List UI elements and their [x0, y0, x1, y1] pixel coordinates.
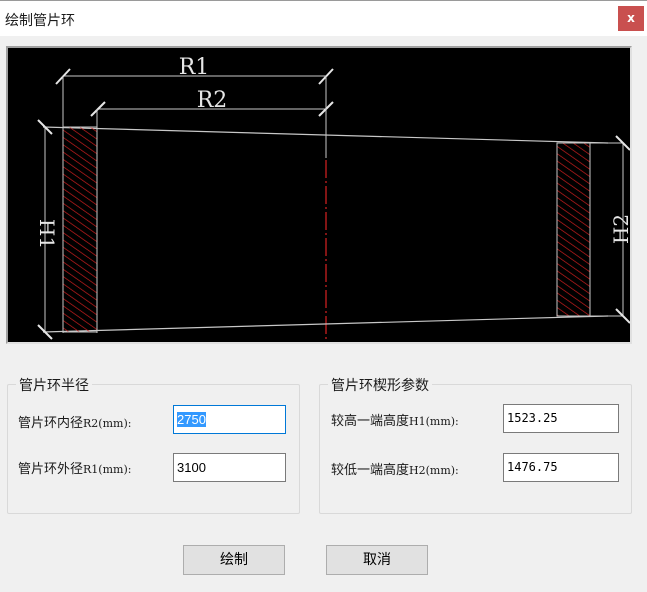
h2-height-label: 较低一端高度H2(mm): — [331, 463, 459, 478]
inner-radius-label: 管片环内径R2(mm): — [18, 416, 132, 431]
wedge-group-legend: 管片环楔形参数 — [328, 375, 432, 395]
r2-label: R2 — [197, 88, 228, 113]
h1-height-label: 较高一端高度H1(mm): — [331, 414, 459, 429]
close-icon: x — [627, 11, 635, 25]
radius-group-legend: 管片环半径 — [16, 375, 92, 395]
inner-radius-input[interactable]: 2750 — [173, 405, 286, 434]
h2-label: H2 — [609, 214, 630, 244]
radius-group: 管片环半径 — [7, 375, 300, 514]
left-hatch-section — [62, 126, 98, 333]
draw-button[interactable]: 绘制 — [183, 545, 285, 575]
window-title: 绘制管片环 — [5, 13, 75, 29]
preview-canvas: R1 R2 H1 H2 — [6, 46, 632, 344]
h1-height-input[interactable]: 1523.25 — [503, 404, 619, 433]
h1-label: H1 — [35, 219, 59, 249]
r1-label: R1 — [179, 55, 210, 80]
close-button[interactable]: x — [618, 6, 644, 31]
right-hatch-section — [556, 142, 591, 317]
outer-radius-label: 管片环外径R1(mm): — [18, 462, 132, 477]
outer-radius-input[interactable]: 3100 — [173, 453, 286, 482]
cancel-button[interactable]: 取消 — [326, 545, 428, 575]
h2-height-input[interactable]: 1476.75 — [503, 453, 619, 482]
segment-ring-diagram: R1 R2 H1 H2 — [35, 55, 630, 342]
r2-dimension — [90, 76, 334, 333]
h2-dimension — [590, 135, 630, 324]
title-bar: 绘制管片环 x — [0, 1, 647, 36]
wedge-group: 管片环楔形参数 — [319, 375, 632, 514]
h1-dimension — [37, 119, 53, 340]
